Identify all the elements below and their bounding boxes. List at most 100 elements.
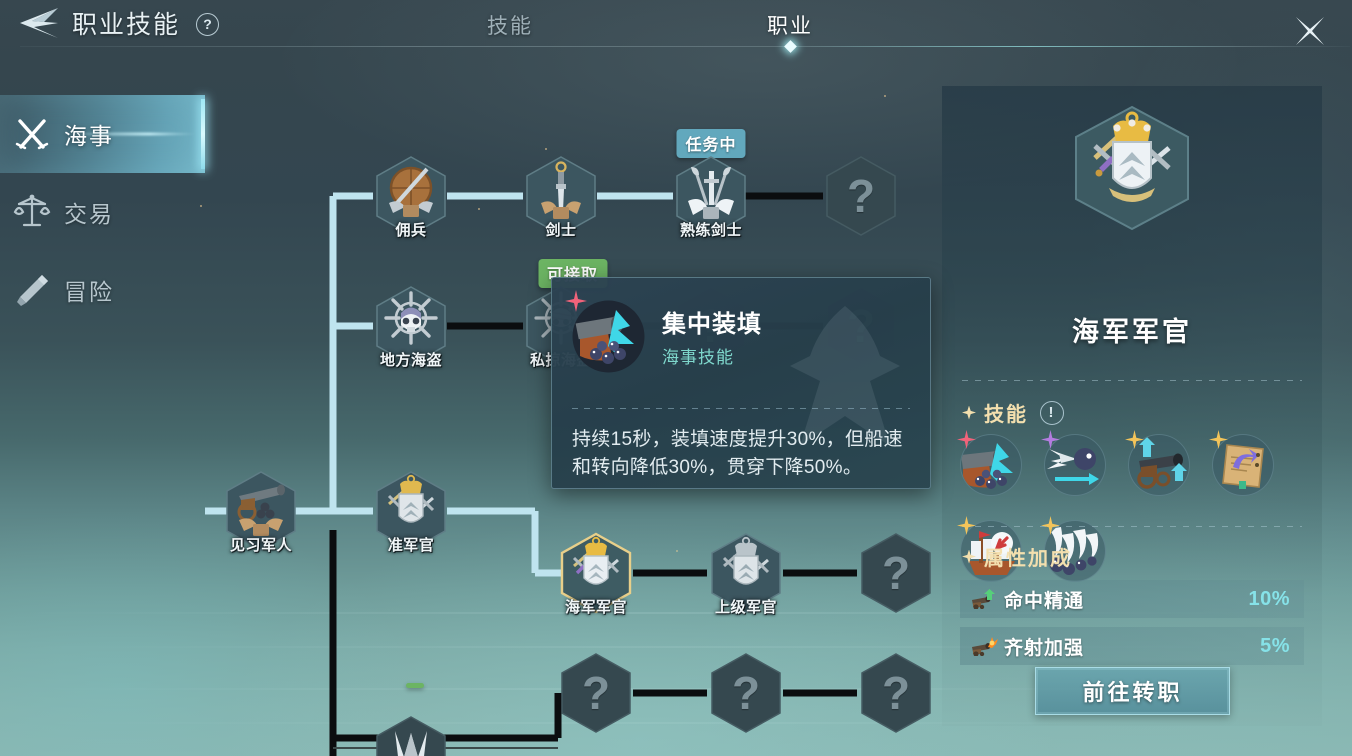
status-badge: 任务中 [676, 129, 746, 158]
skill-icon-grid [957, 430, 1304, 582]
tooltip-skill-type: 海事技能 [662, 348, 734, 367]
tree-node-swordsman[interactable]: 剑士 [525, 155, 597, 239]
crown-emblem-icon [375, 715, 447, 756]
tree-node-unknown[interactable]: ? [860, 652, 932, 734]
skill-fast-cannonball[interactable] [1041, 430, 1106, 496]
info-icon[interactable]: ! [1040, 400, 1064, 425]
ship-turn-icon [960, 520, 1022, 582]
tactics-book-icon [1212, 434, 1274, 496]
telescope-icon [0, 270, 64, 310]
fast-cannonball-icon [1044, 434, 1106, 496]
tab-underline [20, 46, 1350, 47]
tree-node-bottom-partial[interactable] [375, 683, 447, 756]
job-detail-panel: 海军军官 技能 ! [942, 86, 1322, 726]
question-mark-icon: ? [581, 667, 611, 719]
rarity-star-icon [565, 290, 587, 312]
locked-hex-icon [825, 155, 897, 237]
tree-node-local-pirate[interactable]: 地方海盗 [375, 285, 447, 369]
section-divider [962, 526, 1302, 527]
app-header: 职业技能 ? 技能 职业 [0, 0, 1352, 60]
tree-node-unknown[interactable]: ? [560, 652, 632, 734]
question-mark-icon: ? [846, 170, 876, 222]
rarity-star-icon [1041, 516, 1060, 535]
question-mark-icon: ? [731, 667, 761, 719]
question-mark-icon: ? [881, 667, 911, 719]
skills-header-label: 技能 [984, 404, 1028, 426]
tree-node-mercenary[interactable]: 佣兵 [375, 155, 447, 239]
status-badge [406, 683, 425, 688]
sidebar-item-adventure[interactable]: 冒险 [0, 251, 205, 329]
attributes-section-header: 属性加成 [962, 542, 1072, 571]
job-name: 海军军官 [1072, 317, 1192, 347]
attributes-header-label: 属性加成 [984, 548, 1072, 570]
rarity-star-icon [1041, 430, 1060, 449]
skill-ship-turn[interactable] [957, 516, 1022, 582]
tree-node-unknown[interactable]: ? [710, 652, 782, 734]
tree-node-label: 剑士 [545, 222, 577, 239]
tree-node-label: 准军官 [387, 537, 435, 554]
sparkle-diamond-icon [962, 405, 976, 420]
sidebar-item-maritime[interactable]: 海事 [0, 95, 205, 173]
tooltip-description: 持续15秒，装填速度提升30%，但船速和转向降低30%，贯穿下降50%。 [572, 429, 903, 478]
close-icon[interactable] [1288, 9, 1332, 53]
attribute-value: 10% [1248, 587, 1290, 610]
sword-wings-emblem-icon [525, 155, 597, 237]
section-divider [962, 380, 1302, 381]
skill-tactics-book[interactable] [1209, 430, 1274, 496]
question-mark-icon: ? [881, 547, 911, 599]
tree-node-navy-officer[interactable]: 海军军官 [560, 532, 632, 616]
locked-hex-icon [860, 532, 932, 614]
tree-node-unknown[interactable]: ? [825, 155, 897, 237]
locked-hex-icon [860, 652, 932, 734]
volley-shot-icon [1044, 520, 1106, 582]
crown-shield-emblem-icon [375, 470, 447, 552]
help-icon[interactable]: ? [196, 12, 220, 36]
locked-hex-icon [710, 652, 782, 734]
rarity-star-icon [1125, 430, 1144, 449]
tree-node-label: 佣兵 [395, 222, 427, 239]
tree-node-label: 见习军人 [229, 537, 292, 554]
tree-node-senior-officer[interactable]: 上级军官 [710, 532, 782, 616]
crown-shield-silver-emblem-icon [710, 532, 782, 614]
tree-node-warrant-officer[interactable]: 准军官 [375, 470, 447, 554]
blade-emblem-icon [18, 6, 60, 40]
tooltip-divider [572, 408, 910, 409]
attribute-name: 命中精通 [1004, 590, 1085, 612]
crossed-swords-icon [0, 114, 64, 154]
tab-jobs[interactable]: 职业 [767, 15, 813, 38]
tree-node-cadet[interactable]: 见习军人 [225, 470, 297, 554]
cannon-upgrade-icon [1128, 434, 1190, 496]
sparkle-diamond-icon [962, 549, 976, 564]
skill-volley-shot[interactable] [1041, 516, 1106, 582]
sidebar-item-label: 交易 [64, 201, 114, 227]
sidebar-item-trade[interactable]: 交易 [0, 173, 205, 251]
rarity-star-icon [957, 516, 976, 535]
locked-hex-icon [560, 652, 632, 734]
cannon-up-arrow-icon [970, 589, 998, 610]
tooltip-skill-name: 集中装填 [662, 311, 762, 338]
go-change-job-button[interactable]: 前往转职 [1035, 667, 1230, 715]
sidebar: 海事 交易 冒险 [0, 95, 205, 329]
crown-shield-gold-emblem-icon [560, 532, 632, 614]
cannon-loading-icon [960, 434, 1022, 496]
skill-tooltip: 集中装填 海事技能 持续15秒，装填速度提升30%，但船速和转向降低30%，贯穿… [551, 277, 931, 489]
sidebar-item-label: 海事 [64, 123, 114, 149]
balance-scale-icon [0, 192, 64, 232]
attribute-name: 齐射加强 [1004, 637, 1085, 659]
page-title: 职业技能 [72, 11, 181, 39]
tab-skills[interactable]: 技能 [487, 15, 533, 38]
sparkle-dot [676, 550, 678, 552]
tree-node-label: 地方海盗 [379, 352, 442, 369]
crown-shield-gold-emblem-icon [1073, 104, 1191, 232]
attribute-row-volley: 齐射加强 5% [960, 627, 1304, 665]
shield-sword-emblem-icon [375, 155, 447, 237]
sparkle-dot [884, 95, 886, 97]
skill-cannon-upgrade[interactable] [1125, 430, 1190, 496]
cannon-loading-icon [572, 300, 645, 373]
sidebar-item-label: 冒险 [64, 279, 114, 305]
tree-node-master-swordsman[interactable]: 任务中 熟练剑士 [675, 129, 747, 239]
tab-bar: 技能 职业 [430, 10, 950, 60]
rarity-star-icon [1209, 430, 1228, 449]
skill-cannon-loading[interactable] [957, 430, 1022, 496]
tree-node-unknown[interactable]: ? [860, 532, 932, 614]
